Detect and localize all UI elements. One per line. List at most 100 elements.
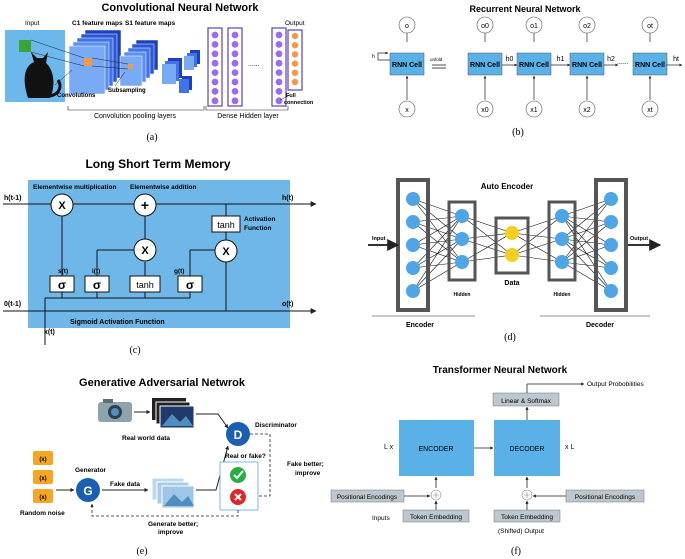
discriminator-letter: D [234,428,243,442]
cnn-dense-node [231,97,239,105]
cnn-bracket-dense [205,106,289,111]
cnn-small-maps [162,50,200,93]
cnn-full-connection-2: connection [284,100,314,106]
gan-real-or-fake-label: Real or fake? [225,453,266,460]
cnn-dense-label: Dense Hidden layer [217,113,279,120]
real-images-icon [152,398,195,429]
cnn-convolutions-label: Convolutions [57,93,96,99]
rnn-cell-label: RNN Cell [635,62,665,69]
ae-data-label: Data [504,280,519,287]
tf-token-emb-left-label: Token Embedding [410,514,462,521]
rnn-input-node [476,100,494,118]
rnn-input-node [525,100,543,118]
panel-f-transformer: Transformer Neural Network Output Probob… [330,365,644,557]
rnn-cell-label: RNN Cell [470,62,500,69]
cnn-dense-node [275,59,283,67]
ae-connections [412,198,612,292]
fake-images-icon [151,477,195,509]
rnn-input-node [398,100,416,118]
ae-node [604,192,618,206]
tf-encoder [399,420,474,476]
ae-encoder-label: Encoder [406,322,434,329]
ae-layers [396,178,628,312]
generator-letter: G [83,484,92,498]
caption-b: (b) [512,127,524,138]
cnn-dense-node [275,50,283,58]
lstm-tanh-output [211,215,241,233]
ae-node [406,261,420,275]
gan-gen-better-1: Generate better; [148,521,198,528]
ae-node [455,232,469,246]
cnn-dense-node [231,59,239,67]
noise-x-3: (x) [39,495,46,501]
cnn-output-nodes [291,32,299,86]
rnn-output-node [578,16,596,34]
lstm-input-gate [84,275,110,293]
rnn-output-node [398,16,416,34]
cnn-dense-node [211,41,219,48]
rnn-unfold-label: unfold [430,57,443,62]
lstm-elementwise-add-label: Elementwise addition [130,184,196,191]
ae-layer-box [547,200,577,282]
cnn-dense-node [211,88,219,95]
cnn-dense-node [231,31,239,39]
lstm-candidate-gate-label: tanh [136,280,154,290]
tf-decoder [494,420,560,476]
rnn-output-node [641,16,659,34]
camera-icon [98,399,132,422]
rnn-cell [467,52,503,76]
gan-fake-better-2: improve [295,470,321,477]
rnn-output-node [476,16,494,34]
rnn-input-label: x2 [583,107,591,114]
ae-node [455,255,469,269]
discriminator-node [226,422,250,446]
rnn-input-label: x0 [481,107,489,114]
panel-a-cnn: Convolutional Neural Network Input C1 fe… [5,2,314,143]
ae-output-label: Output [630,236,648,242]
cnn-bracket-conv [67,106,205,111]
cnn-dense-node [275,88,283,95]
caption-e: (e) [136,546,147,557]
cnn-dense-node [275,31,283,39]
lstm-output-multiply [214,239,238,263]
cnn-dense-node [275,78,283,86]
cnn-dense-node [275,69,283,76]
ae-layer-box [494,216,530,275]
panel-e-gan: Generative Adversarial Netwrok Real worl… [20,377,324,557]
cnn-output-column [287,29,303,91]
cnn-output-node [291,51,299,58]
lstm-i-t-label: i(t) [92,268,100,275]
lstm-elementwise-mult-label: Elementwise multiplication [33,184,116,191]
lstm-sigmoid-label: Sigmoid Activation Function [70,319,165,326]
lstm-x-t-label: x(t) [44,329,55,336]
gan-generator-label: Generator [75,467,107,474]
gan-gen-better-2: improve [158,529,184,536]
cnn-s1-maps [119,39,159,87]
lstm-input-gate-symbol: σ [93,278,101,292]
rnn-loop-arrow [377,51,390,61]
caption-f: (f) [511,546,521,557]
cnn-dense-node [275,97,283,105]
cnn-dense-node [231,41,239,48]
panel-c-lstm: Long Short Term Memory X + [3,157,317,356]
tf-lx-label: L x [384,444,394,451]
lstm-g-t-label: g(t) [174,268,184,275]
cnn-output-node [291,32,299,40]
lstm-forget-gate-symbol: σ [58,278,66,292]
tf-xl-label: x L [565,444,574,451]
ae-layer-box [594,178,628,312]
cat-silhouette-icon [24,52,54,98]
lstm-input-multiply [133,238,157,262]
lstm-h-t-label: h(t) [282,195,293,202]
lstm-h-prev-label: h(t-1) [4,195,22,202]
rnn-output-label: o [405,23,409,30]
random-noise-boxes [33,451,53,503]
cnn-full-connection-1: Full [286,93,296,99]
cnn-dense-dots: ...... [248,61,260,68]
ae-node [555,209,569,223]
cnn-conv-pool-label: Convolution pooling layers [94,113,177,120]
rnn-input-node [578,100,596,118]
ae-layer-box [447,200,477,282]
